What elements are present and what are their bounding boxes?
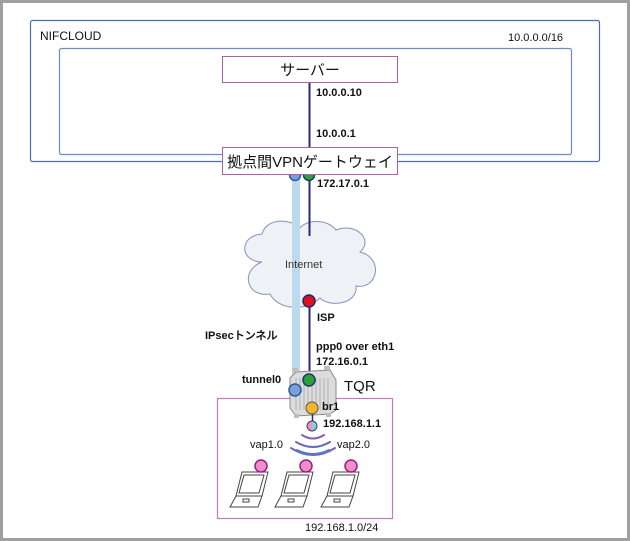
isp-label: ISP	[317, 312, 335, 324]
bridge-ip-port-icon	[306, 420, 318, 432]
ipsec-tunnel-label: IPsecトンネル	[205, 330, 278, 342]
bridge-label: br1	[322, 401, 340, 413]
server-ip-label: 10.0.0.10	[316, 87, 362, 99]
internet-label: Internet	[285, 259, 323, 271]
lan-cidr-label: 192.168.1.0/24	[305, 522, 379, 534]
gateway-wan-ip-label: 172.17.0.1	[317, 178, 369, 190]
tunnel-interface-label: tunnel0	[242, 374, 282, 386]
client-port-icon	[344, 459, 358, 473]
laptop-icon	[320, 471, 360, 508]
isp-port-icon	[302, 294, 316, 308]
laptop-icon	[274, 471, 314, 508]
router-tunnel-port-icon	[288, 383, 302, 397]
laptop-icon	[229, 471, 269, 508]
vpc-cidr-label: 10.0.0.0/16	[508, 32, 564, 44]
vpn-gateway-label: 拠点間VPNゲートウェイ	[227, 153, 393, 171]
bridge-port-icon	[305, 401, 319, 415]
bridge-ip-label: 192.168.1.1	[323, 418, 382, 430]
ipsec-tunnel-band	[292, 176, 300, 388]
vap-right-label: vap2.0	[337, 439, 371, 451]
router-wan-ip-label: 172.16.0.1	[316, 356, 368, 368]
server-label: サーバー	[280, 62, 340, 79]
vpn-gateway-node[interactable]: 拠点間VPNゲートウェイ	[222, 147, 398, 175]
gateway-lan-ip-label: 10.0.0.1	[316, 128, 356, 140]
client-port-icon	[299, 459, 313, 473]
vap-left-label: vap1.0	[250, 439, 284, 451]
internet-cloud-shape	[244, 220, 376, 308]
client-port-icon	[254, 459, 268, 473]
router-wan-port-icon	[302, 373, 316, 387]
server-node[interactable]: サーバー	[222, 56, 398, 83]
wifi-waves-icon	[290, 434, 336, 456]
router-wan-interface-label: ppp0 over eth1	[316, 341, 395, 353]
router-name-label: TQR	[344, 378, 376, 395]
nifcloud-label: NIFCLOUD	[40, 29, 102, 43]
